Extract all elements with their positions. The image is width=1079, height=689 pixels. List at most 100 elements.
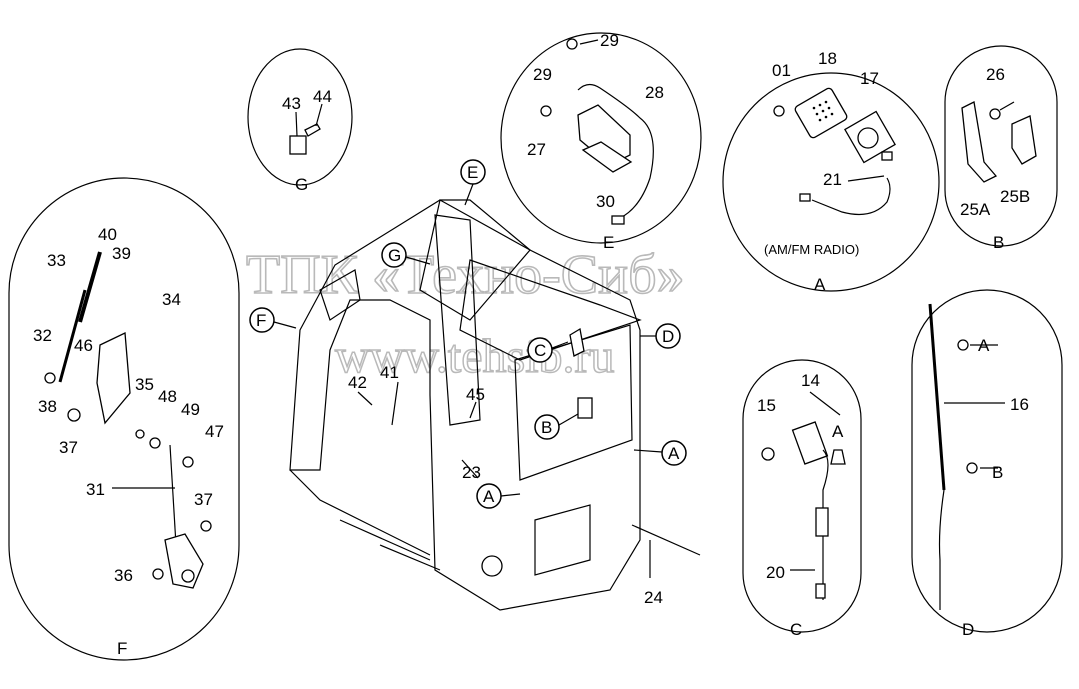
wire-harness	[577, 83, 654, 219]
a-part-18: 18	[818, 49, 837, 68]
motor-hub	[181, 569, 195, 583]
detail-e: 29 29 28 27 30 E	[527, 31, 664, 252]
callout-b: B	[534, 413, 579, 440]
f-part-32: 32	[33, 326, 52, 345]
svg-text:G: G	[388, 246, 401, 265]
lamp-socket	[815, 507, 829, 537]
lamp-rear	[481, 555, 503, 577]
a-letter: A	[814, 275, 826, 294]
callout-g: G	[381, 242, 431, 268]
bolt-icon	[989, 108, 1001, 120]
lamp-wire	[822, 449, 829, 600]
f-part-40: 40	[98, 225, 117, 244]
svg-text:A: A	[668, 444, 680, 463]
detail-a: 01 18 17 21 (AM/FM RADIO) A	[764, 49, 896, 294]
bolt-icon	[540, 105, 552, 117]
speaker-grille	[794, 87, 848, 139]
g-letter: G	[295, 175, 308, 194]
nut-icon	[182, 456, 194, 468]
f-part-33: 33	[47, 251, 66, 270]
d-part-16: 16	[1010, 395, 1029, 414]
mount-plate	[581, 141, 633, 173]
detail-c: 14 15 A 20 C	[757, 371, 846, 639]
lever-handle	[961, 101, 998, 183]
detail-c-outline	[742, 359, 862, 633]
callout-a-left: A	[476, 483, 521, 509]
e-part-29a: 29	[600, 31, 619, 50]
cab-part-24: 24	[644, 588, 663, 607]
bolt-icon	[152, 568, 164, 580]
svg-text:B: B	[541, 418, 552, 437]
d-letter: D	[962, 620, 974, 639]
d-part-a: A	[978, 336, 990, 355]
detail-e-outline	[500, 32, 702, 244]
washer-icon	[149, 437, 161, 449]
e-part-30: 30	[596, 192, 615, 211]
g-part-43: 43	[282, 94, 301, 113]
f-part-35: 35	[135, 375, 154, 394]
antenna-cable	[938, 489, 945, 610]
callout-f: F	[249, 307, 297, 333]
watermark-line2: www.tehsib.ru	[335, 330, 615, 383]
f-part-46: 46	[74, 336, 93, 355]
callout-d: D	[640, 323, 681, 349]
bracket	[577, 104, 631, 166]
detail-f-outline	[8, 177, 240, 661]
lower-frame	[289, 469, 441, 571]
detail-d: A 16 B D	[928, 303, 1029, 639]
wiper-arm	[58, 289, 87, 383]
bolt-icon	[957, 339, 969, 351]
detail-b-outline	[944, 45, 1058, 247]
cab-assembly: E G F D C B A	[249, 159, 701, 611]
radio-cable	[811, 177, 891, 215]
b-letter: B	[993, 233, 1004, 252]
speaker-cone	[857, 127, 879, 149]
d-part-b: B	[992, 463, 1003, 482]
b-part-26: 26	[986, 65, 1005, 84]
wiper-blade	[78, 251, 102, 323]
e-part-29b: 29	[533, 65, 552, 84]
screw-icon	[773, 105, 785, 117]
grille-holes	[812, 100, 834, 122]
cab-part-42: 42	[348, 373, 367, 392]
door-frame	[434, 214, 481, 426]
callout-c: C	[527, 337, 569, 363]
svg-text:E: E	[467, 163, 478, 182]
c-part-20: 20	[766, 563, 785, 582]
detail-f: 40 39 33 34 32 46 35 38 48 49 37 47 31 3…	[33, 225, 224, 658]
f-part-36: 36	[114, 566, 133, 585]
c-part-a: A	[832, 422, 844, 441]
callout-e: E	[460, 159, 486, 206]
a-part-21: 21	[823, 170, 842, 189]
switch-body	[289, 135, 307, 155]
speaker-plug	[881, 151, 893, 161]
f-letter: F	[117, 639, 127, 658]
nut-icon	[67, 408, 81, 422]
cable-connector	[799, 193, 811, 202]
f-part-47: 47	[205, 422, 224, 441]
detail-d-outline	[911, 289, 1063, 633]
a-part-01: 01	[772, 61, 791, 80]
bolt-icon	[200, 520, 212, 532]
antenna-rod	[928, 303, 946, 491]
f-part-34: 34	[162, 290, 181, 309]
svg-text:D: D	[662, 327, 674, 346]
cab-roof	[419, 199, 531, 321]
bolt-icon	[761, 447, 775, 461]
c-part-15: 15	[757, 396, 776, 415]
lever-bracket	[1011, 115, 1037, 165]
side-pillar	[319, 269, 361, 321]
c-letter: C	[790, 620, 802, 639]
connector-a	[830, 449, 846, 465]
connector	[611, 215, 625, 225]
cab-part-23: 23	[462, 463, 481, 482]
svg-text:A: A	[483, 487, 495, 506]
svg-text:C: C	[534, 341, 546, 360]
f-part-31: 31	[86, 480, 105, 499]
b-part-25a: 25A	[960, 200, 991, 219]
bolt-icon	[566, 38, 578, 50]
cab-part-45: 45	[466, 385, 485, 404]
cab-part-41: 41	[380, 363, 399, 382]
detail-b: 26 25A 25B B	[960, 65, 1037, 252]
